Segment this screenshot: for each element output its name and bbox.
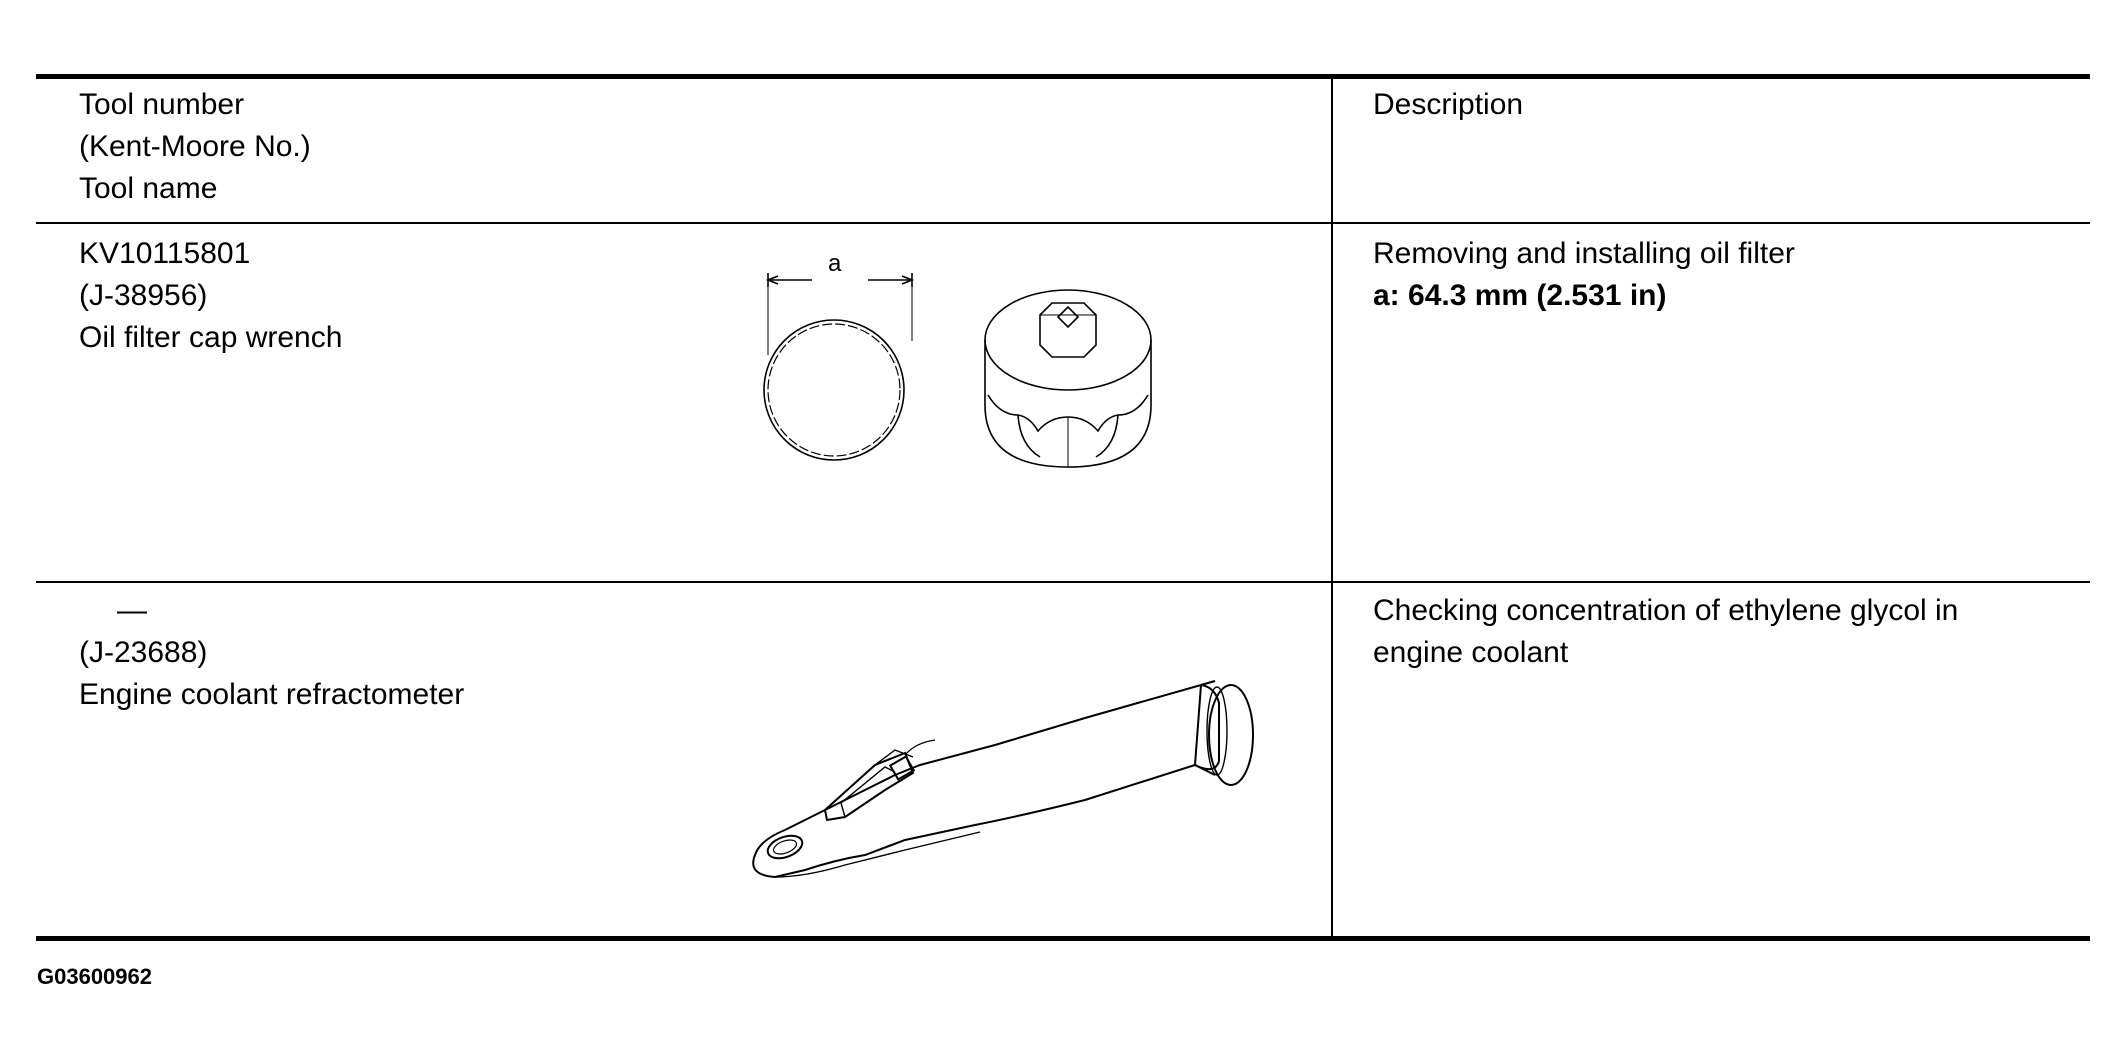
row2-description-line1: Checking concentration of ethylene glyco… — [1373, 594, 1959, 627]
header-divider — [36, 222, 2090, 224]
row1-tool-cell: KV10115801 (J-38956) Oil filter cap wren… — [79, 233, 342, 359]
table-bottom-rule — [36, 936, 2090, 941]
row2-description-cell: Checking concentration of ethylene glyco… — [1373, 590, 1958, 674]
header-kent-moore: (Kent-Moore No.) — [79, 130, 311, 163]
row1-description-cell: Removing and installing oil filter a: 64… — [1373, 233, 1795, 317]
figure-id: G03600962 — [37, 964, 152, 989]
dimension-label-a: a — [828, 250, 842, 277]
row2-tool-number: — — [117, 594, 147, 627]
header-tool-name: Tool name — [79, 172, 218, 205]
row1-tool-number: KV10115801 — [79, 237, 251, 270]
table-top-rule — [36, 74, 2090, 79]
header-tool-cell: Tool number (Kent-Moore No.) Tool name — [79, 84, 311, 210]
header-tool-number: Tool number — [79, 88, 245, 121]
row1-tool-name: Oil filter cap wrench — [79, 321, 343, 354]
header-description-cell: Description — [1373, 84, 1523, 126]
oil-filter-cap-wrench-illustration — [763, 273, 1152, 468]
column-divider — [1331, 78, 1333, 938]
row2-tool-cell: — (J-23688) Engine coolant refractometer — [79, 590, 464, 716]
row1-kent-moore: (J-38956) — [79, 279, 208, 312]
row-divider — [36, 581, 2090, 583]
row2-kent-moore: (J-23688) — [79, 636, 208, 669]
row1-description: Removing and installing oil filter — [1373, 237, 1795, 270]
engine-coolant-refractometer-illustration — [752, 680, 1254, 879]
header-description: Description — [1373, 88, 1524, 121]
row2-tool-name: Engine coolant refractometer — [79, 678, 465, 711]
row1-spec: a: 64.3 mm (2.531 in) — [1373, 279, 1667, 312]
row2-description-line2: engine coolant — [1373, 636, 1569, 669]
